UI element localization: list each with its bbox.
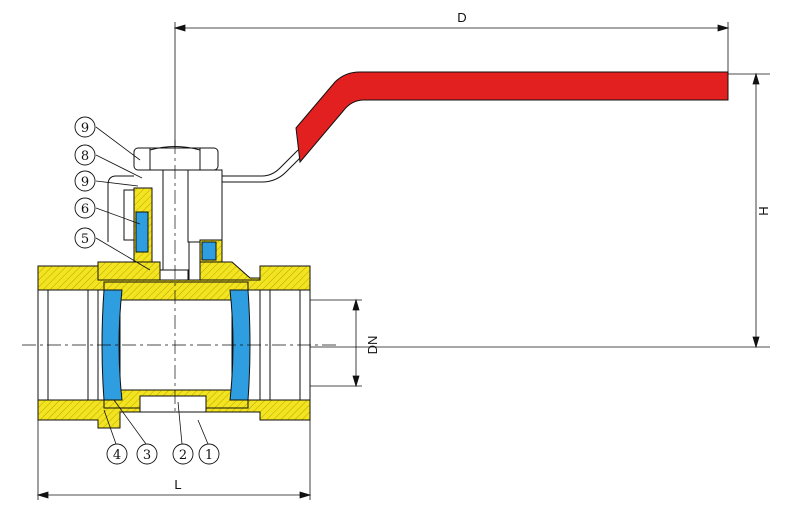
svg-text:8: 8 (81, 149, 89, 164)
svg-text:1: 1 (205, 448, 213, 463)
dimension-l-label: L (174, 477, 181, 492)
hex-nut (133, 146, 219, 171)
callout-9a: 9 (74, 116, 96, 138)
ball-and-seats (101, 281, 251, 413)
dimension-h-label: H (756, 206, 771, 215)
callout-8: 8 (74, 144, 96, 166)
callout-6: 6 (74, 197, 96, 219)
stem (157, 169, 223, 301)
dimension-l (36, 420, 312, 500)
dimension-dn-label: DN (365, 336, 380, 355)
callout-2: 2 (172, 443, 194, 465)
svg-text:9: 9 (81, 175, 89, 190)
dimension-h (300, 72, 770, 349)
callout-leaders (95, 126, 209, 445)
callout-4: 4 (106, 443, 128, 465)
centerlines (22, 140, 340, 412)
dimension-dn (310, 298, 362, 388)
svg-text:2: 2 (179, 448, 187, 463)
lever-handle (222, 71, 729, 183)
svg-text:3: 3 (143, 448, 151, 463)
callout-5: 5 (74, 227, 96, 249)
callout-9b: 9 (74, 170, 96, 192)
svg-text:4: 4 (113, 448, 121, 463)
svg-text:5: 5 (81, 232, 89, 247)
callout-1: 1 (198, 443, 220, 465)
callout-3: 3 (136, 443, 158, 465)
svg-text:9: 9 (81, 121, 89, 136)
svg-text:6: 6 (81, 202, 89, 217)
dimension-d (173, 22, 730, 350)
dimension-d-label: D (457, 10, 466, 25)
